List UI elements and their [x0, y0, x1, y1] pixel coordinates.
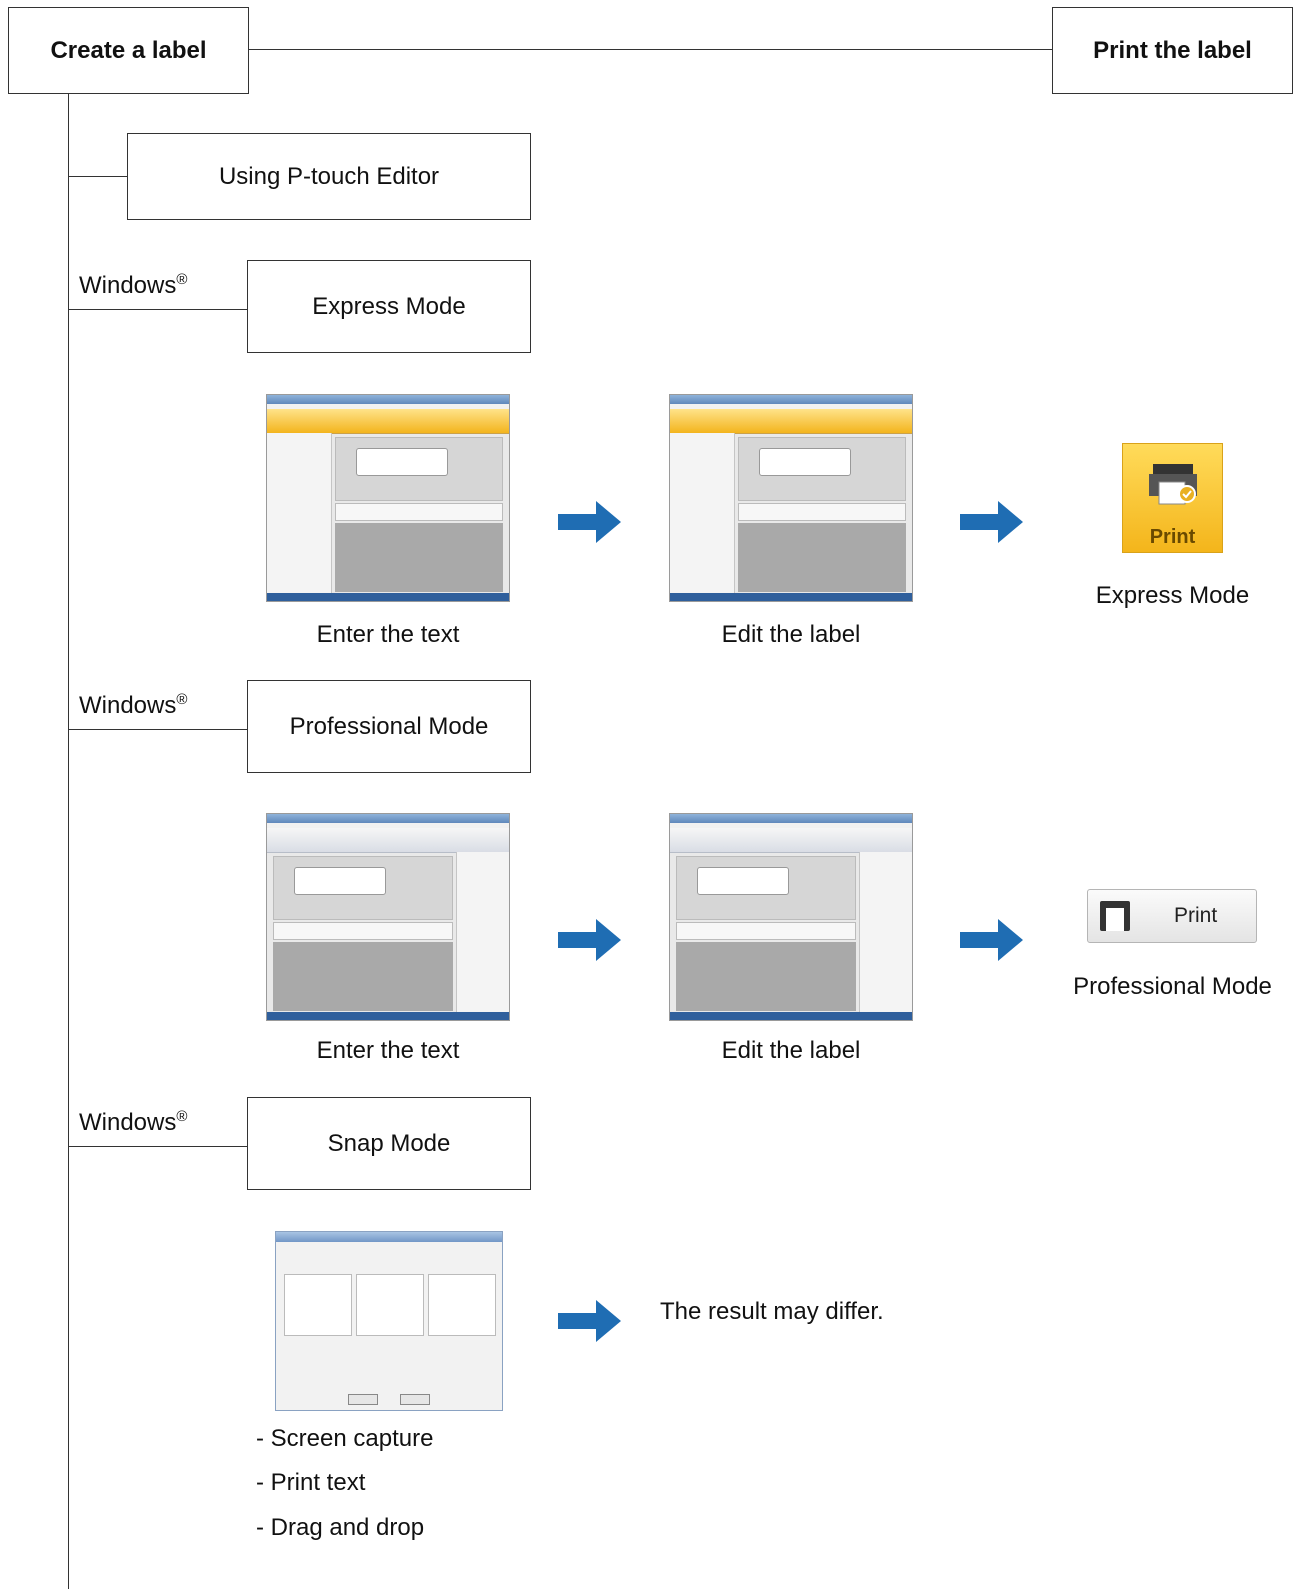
snap-mode-dialog-screenshot [275, 1231, 503, 1411]
snap-feature-item: - Screen capture [256, 1425, 434, 1452]
arrow-right-icon [960, 501, 1023, 543]
create-label-box: Create a label [8, 7, 249, 94]
snap-mode-title: Snap Mode [327, 1129, 451, 1157]
main-spine [68, 94, 69, 1589]
print-label-box: Print the label [1052, 7, 1293, 94]
snap-feature-item: - Print text [256, 1469, 366, 1496]
express-connector [68, 309, 248, 310]
professional-screenshot-enter [266, 813, 510, 1021]
top-connector [249, 49, 1052, 50]
snap-connector [68, 1146, 248, 1147]
arrow-right-icon [960, 919, 1023, 961]
professional-print-caption: Professional Mode [1073, 973, 1272, 1000]
professional-print-label: Print [1174, 904, 1218, 927]
arrow-right-icon [558, 501, 621, 543]
editor-connector [68, 176, 128, 177]
express-mode-title: Express Mode [312, 292, 466, 320]
print-label-title: Print the label [1093, 36, 1252, 64]
express-print-button[interactable]: Print [1122, 443, 1223, 553]
express-mode-box: Express Mode [247, 260, 531, 353]
professional-mode-box: Professional Mode [247, 680, 531, 773]
editor-title: Using P-touch Editor [218, 162, 440, 190]
professional-connector [68, 729, 248, 730]
snap-mode-box: Snap Mode [247, 1097, 531, 1190]
express-step2-caption: Edit the label [721, 621, 861, 648]
express-print-caption: Express Mode [1095, 582, 1250, 609]
arrow-right-icon [558, 919, 621, 961]
professional-screenshot-edit [669, 813, 913, 1021]
professional-print-button[interactable]: Print [1087, 889, 1257, 943]
create-label-title: Create a label [50, 36, 207, 64]
professional-mode-title: Professional Mode [289, 712, 489, 740]
professional-step1-caption: Enter the text [316, 1037, 460, 1064]
printer-icon [1100, 901, 1130, 931]
express-print-label: Print [1149, 526, 1196, 548]
snap-feature-item: - Drag and drop [256, 1514, 425, 1541]
snap-result-text: The result may differ. [660, 1298, 884, 1325]
windows-label-professional: Windows® [79, 691, 188, 719]
express-screenshot-edit [669, 394, 913, 602]
express-screenshot-enter [266, 394, 510, 602]
printer-icon [1149, 464, 1197, 505]
express-step1-caption: Enter the text [316, 621, 460, 648]
arrow-right-icon [558, 1300, 621, 1342]
windows-label-express: Windows® [79, 271, 188, 299]
professional-step2-caption: Edit the label [721, 1037, 861, 1064]
editor-box: Using P-touch Editor [127, 133, 531, 220]
windows-label-snap: Windows® [79, 1108, 188, 1136]
